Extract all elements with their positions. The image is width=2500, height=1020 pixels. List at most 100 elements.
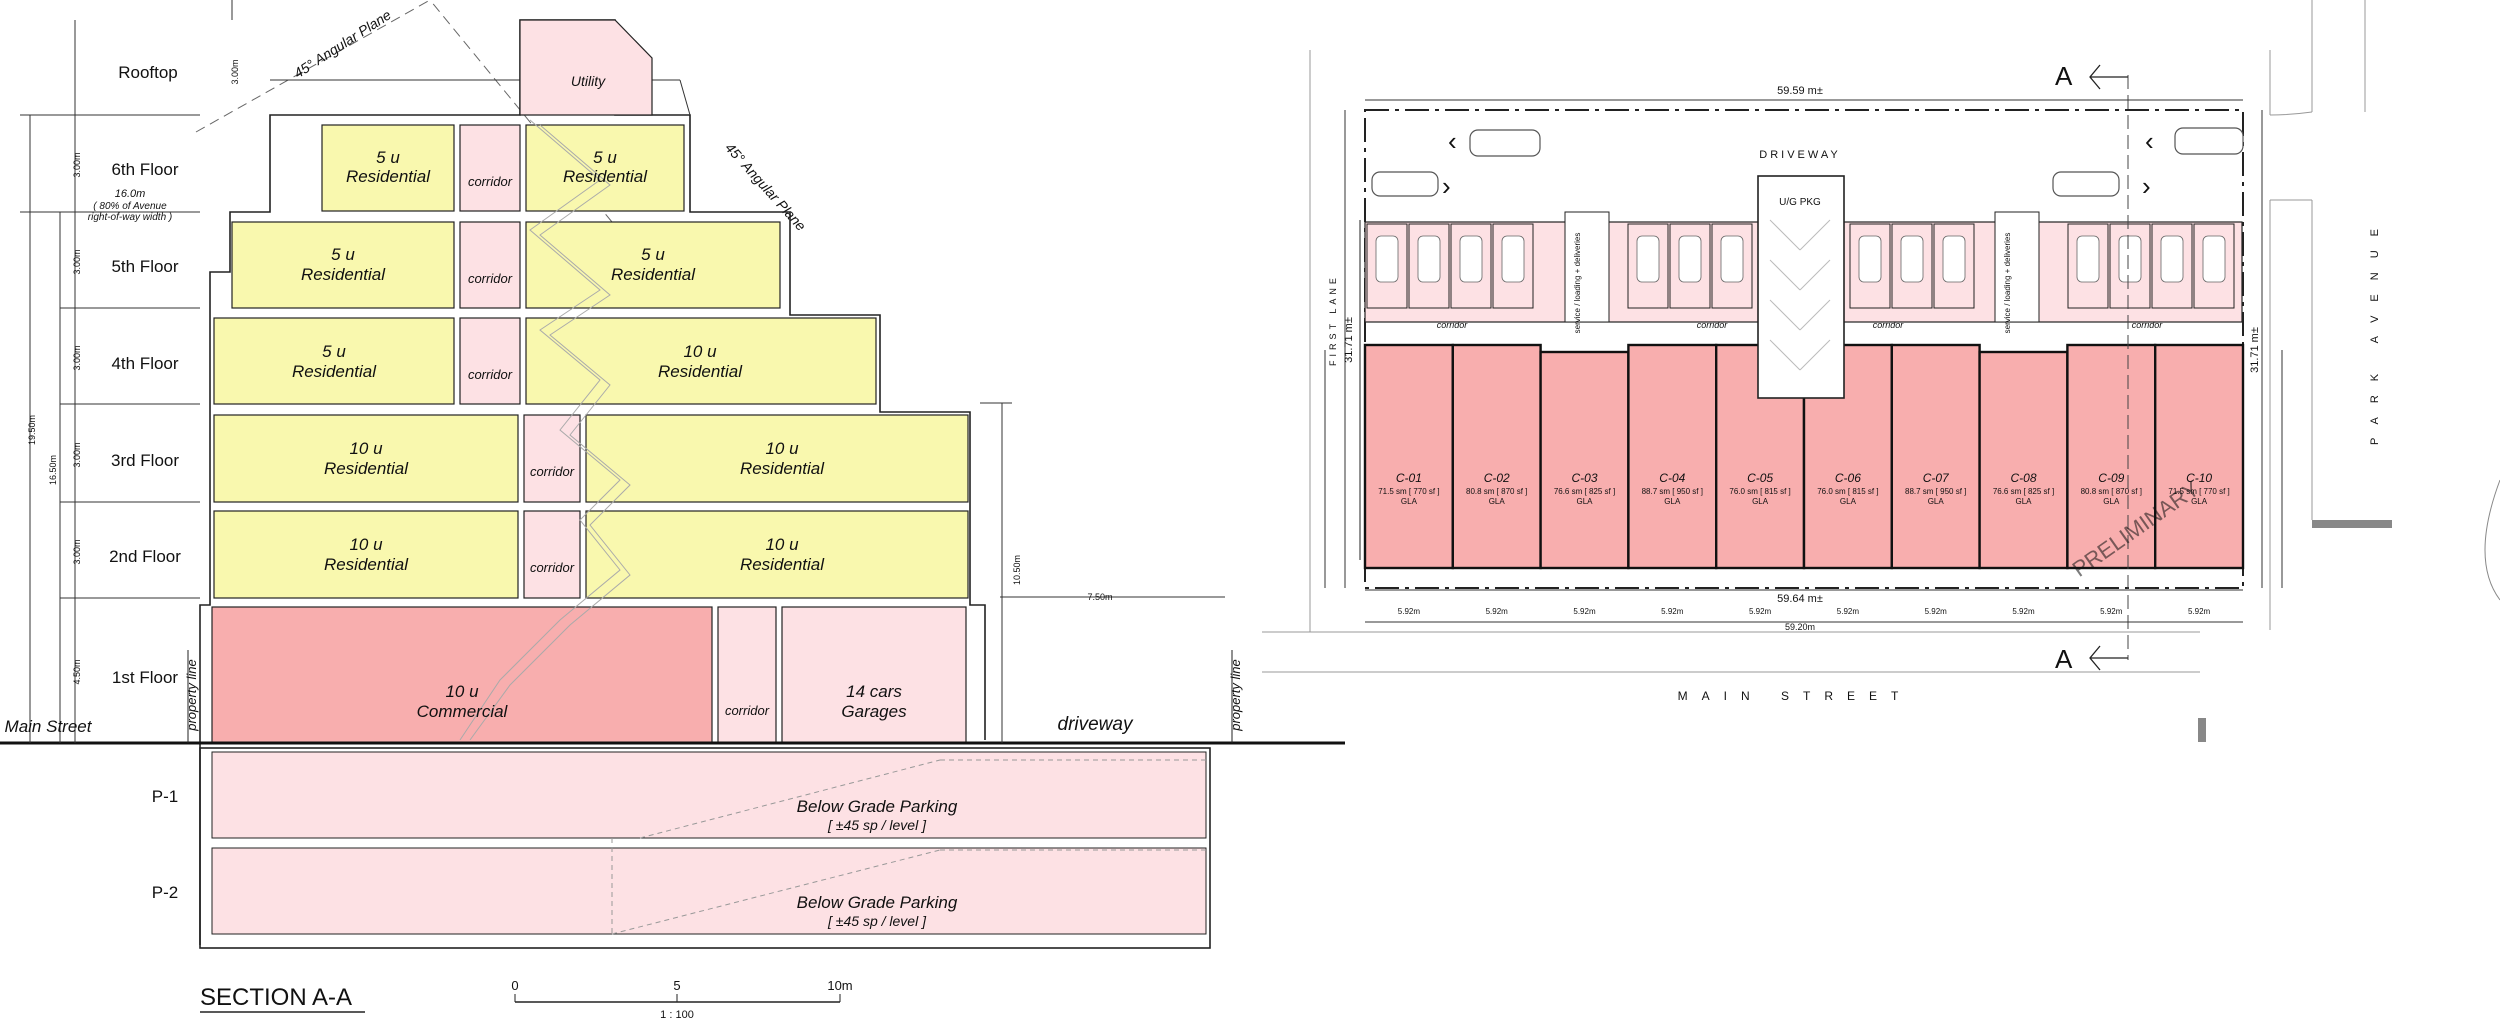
- main-street-label: Main Street: [5, 717, 93, 736]
- dim-rooftop: 3.00m: [230, 59, 240, 84]
- res-label-6r: Residential: [563, 167, 648, 186]
- unit-area: 80.8 sm [ 870 sf ]: [1466, 487, 1527, 496]
- res-label-2l: Residential: [324, 555, 409, 574]
- parked-car-icon: [1858, 235, 1882, 283]
- residential-3-right: [585, 414, 969, 503]
- floor-label-2: 2nd Floor: [109, 547, 181, 566]
- bay-width-dim: 5.92m: [2012, 607, 2035, 616]
- scale-bar: [200, 994, 841, 1013]
- unit-gla: GLA: [2191, 497, 2208, 506]
- scale-mark-5: 5: [673, 978, 680, 993]
- dim-5: 3.00m: [72, 249, 82, 274]
- floor-label-4: 4th Floor: [111, 354, 178, 373]
- unit-count-6l: 5 u: [376, 148, 400, 167]
- unit-area: 76.0 sm [ 815 sf ]: [1729, 487, 1790, 496]
- section-arrow-bottom: [2089, 645, 2128, 671]
- scale-ratio: 1 : 100: [660, 1009, 694, 1020]
- unit-gla: GLA: [2015, 497, 2032, 506]
- unit-id: C-07: [1923, 471, 1950, 485]
- unit-gla: GLA: [2103, 497, 2120, 506]
- ug-ramp: [1757, 175, 1845, 399]
- corridor-label-6: corridor: [468, 174, 513, 189]
- residential-4-right: [525, 317, 877, 405]
- parked-car-icon: [2076, 235, 2100, 283]
- dim-right-height: 10.50m: [1012, 555, 1022, 585]
- garage-label: Garages: [841, 702, 907, 721]
- ramp-hatch: [1769, 219, 1831, 371]
- unit-count-4l: 5 u: [322, 342, 346, 361]
- dim-6: 3.00m: [72, 152, 82, 177]
- scale-mark-10: 10m: [827, 978, 852, 993]
- bay-width-dim: 5.92m: [1398, 607, 1421, 616]
- unit-count-3l: 10 u: [349, 439, 383, 458]
- property-line-label-right: property line: [1228, 659, 1243, 732]
- parked-car-icon: [1720, 235, 1744, 283]
- floor-label-p1: P-1: [152, 787, 178, 806]
- unit-c-03: [1539, 350, 1630, 570]
- park-avenue-label: PARK AVENUE: [2369, 215, 2381, 445]
- corridor-label-5: corridor: [468, 271, 513, 286]
- corridor-plan-1: corridor: [1437, 320, 1469, 330]
- curb-right: [2312, 520, 2392, 528]
- parking-label-p2: Below Grade Parking: [797, 893, 958, 912]
- res-label-5r: Residential: [611, 265, 696, 284]
- unit-gla: GLA: [1664, 497, 1681, 506]
- corridor-plan-2: corridor: [1697, 320, 1729, 330]
- unit-id: C-05: [1747, 471, 1773, 485]
- bay-width-dim: 5.92m: [1661, 607, 1684, 616]
- main-street-plan-label: MAIN STREET: [1678, 689, 1913, 703]
- parked-car-icon: [2118, 235, 2142, 283]
- res-label-5l: Residential: [301, 265, 386, 284]
- residential-2-right: [585, 510, 969, 599]
- scale-mark-0: 0: [511, 978, 518, 993]
- corridor-4: [459, 317, 521, 405]
- arrow-left-1: ‹: [1448, 126, 1457, 156]
- unit-gla: GLA: [1840, 497, 1857, 506]
- service-loading-1: service / loading + deliveries: [1573, 233, 1582, 334]
- service-loading-2: service / loading + deliveries: [2003, 233, 2012, 334]
- unit-area: 71.5 sm [ 770 sf ]: [1378, 487, 1439, 496]
- street-lines: [1262, 0, 2366, 673]
- commercial-1: [211, 606, 713, 744]
- unit-area: 88.7 sm [ 950 sf ]: [1905, 487, 1966, 496]
- first-lane-label: FIRST LANE: [1328, 274, 1338, 366]
- parked-car-icon: [2160, 235, 2184, 283]
- parking-note-p2: [ ±45 sp / level ]: [827, 913, 927, 929]
- unit-area: 80.8 sm [ 870 sf ]: [2081, 487, 2142, 496]
- direction-arrows: ‹ › ‹ ›: [1442, 126, 2154, 201]
- section-arrow-top: [2089, 64, 2128, 90]
- dim-2: 3.00m: [72, 539, 82, 564]
- arrow-left-2: ‹: [2145, 126, 2154, 156]
- parked-car-icon: [1501, 235, 1525, 283]
- unit-count-6r: 5 u: [593, 148, 617, 167]
- res-label-4r: Residential: [658, 362, 743, 381]
- corridor-1: [717, 606, 777, 744]
- section-marker-bottom: A: [2055, 644, 2073, 674]
- parked-car-icon: [1636, 235, 1660, 283]
- avenue-note-1: ( 80% of Avenue: [93, 201, 167, 212]
- parked-car-icon: [1942, 235, 1966, 283]
- unit-area: 76.6 sm [ 825 sf ]: [1554, 487, 1615, 496]
- dim-driveway-width: 7.50m: [1087, 592, 1112, 602]
- angular-plane-label-right: 45° Angular Plane: [722, 139, 809, 233]
- plan-bottom-width: 59.64 m±: [1777, 593, 1823, 605]
- corridor-label-2: corridor: [530, 560, 575, 575]
- residential-5-left: [231, 221, 455, 309]
- cars: [1371, 127, 2244, 197]
- floor-label-5: 5th Floor: [111, 257, 178, 276]
- garage-count: 14 cars: [846, 682, 902, 701]
- unit-count-3r: 10 u: [765, 439, 799, 458]
- unit-area: 88.7 sm [ 950 sf ]: [1642, 487, 1703, 496]
- parking-p1: [211, 751, 1207, 839]
- unit-c-09: [2066, 343, 2157, 570]
- plan-right-depth: 31.71 m±: [2249, 327, 2261, 373]
- angular-plane-line-left: [195, 0, 431, 133]
- unit-c-04: [1627, 343, 1718, 570]
- unit-gla: GLA: [1928, 497, 1945, 506]
- floor-label-1: 1st Floor: [112, 668, 178, 687]
- unit-count-2l: 10 u: [349, 535, 383, 554]
- unit-c-01: [1363, 343, 1455, 570]
- dim-3: 3.00m: [72, 442, 82, 467]
